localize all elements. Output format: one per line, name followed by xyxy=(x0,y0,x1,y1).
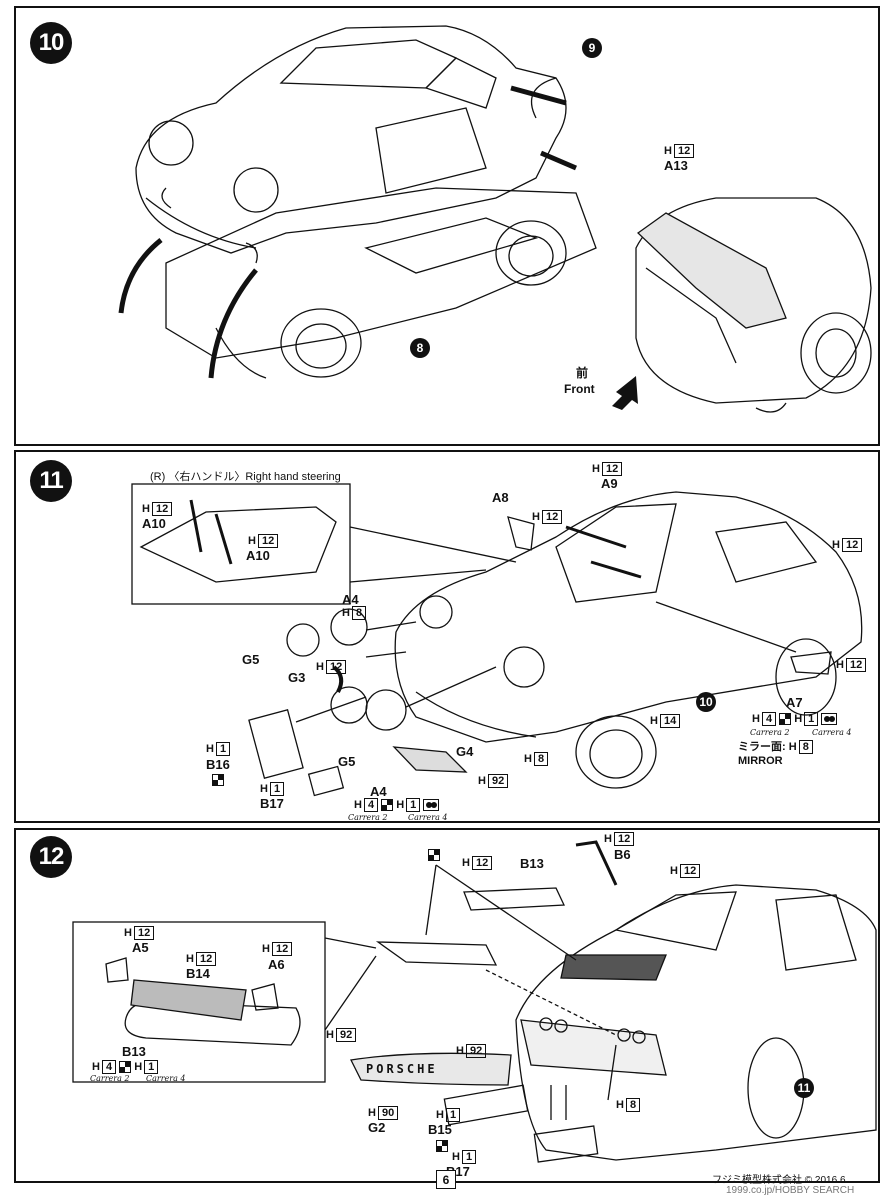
front-en-label: Front xyxy=(564,382,595,396)
part-a4-bottom: A4 xyxy=(370,784,387,799)
part-b15: B15 xyxy=(428,1122,452,1137)
part-g2: G2 xyxy=(368,1120,386,1135)
b15-finish-icon xyxy=(436,1139,448,1153)
step-12-number: 12 xyxy=(30,836,72,878)
copyright: フジミ模型株式会社 © 2016.6 xyxy=(712,1175,846,1186)
part-g4: G4 xyxy=(456,744,474,759)
porsche-logo-text: PORSCHE xyxy=(366,1062,438,1076)
part-b17: B17 xyxy=(260,796,284,811)
a4-carrera-2: Carrera 2 xyxy=(348,813,388,822)
mirror-en-label: MIRROR xyxy=(738,755,783,767)
page-number: 6 xyxy=(436,1170,456,1189)
inset-caption: (R) 〈右ハンドル〉Right hand steering xyxy=(150,471,341,483)
part-b13-inset: B13 xyxy=(122,1044,146,1059)
part-a8: A8 xyxy=(492,490,509,505)
ref-step-11: 11 xyxy=(794,1078,814,1098)
watermark: 1999.co.jp/HOBBY SEARCH xyxy=(726,1185,855,1196)
ref-step-10: 10 xyxy=(696,692,716,712)
ref-step-8: 8 xyxy=(410,338,430,358)
part-a10-a: A10 xyxy=(142,516,166,531)
part-a10-b: A10 xyxy=(246,548,270,563)
step-10-number: 10 xyxy=(30,22,72,64)
step-11-number: 11 xyxy=(30,460,72,502)
a7-carrera-2: Carrera 2 xyxy=(750,728,790,737)
a4-carrera-4: Carrera 4 xyxy=(408,813,448,822)
part-a5: A5 xyxy=(132,940,149,955)
step-11-illustration xyxy=(131,483,863,797)
part-g5-top: G5 xyxy=(242,652,260,667)
part-b13: B13 xyxy=(520,856,544,871)
b13-carrera-4: Carrera 4 xyxy=(146,1074,186,1083)
front-jp-label: 前 xyxy=(576,366,589,380)
b16-finish-icon xyxy=(212,773,224,787)
part-a6: A6 xyxy=(268,957,285,972)
part-g3: G3 xyxy=(288,670,306,685)
part-b16: B16 xyxy=(206,757,230,772)
part-a13-label: A13 xyxy=(664,158,688,173)
part-a9: A9 xyxy=(601,476,618,491)
b13-carrera-2: Carrera 2 xyxy=(90,1074,130,1083)
part-b6: B6 xyxy=(614,847,631,862)
ref-step-9: 9 xyxy=(582,38,602,58)
step-12-illustration xyxy=(72,840,877,1163)
part-a4-top: A4 xyxy=(342,592,359,607)
step-10-illustration xyxy=(118,25,872,413)
b13-finish-icon xyxy=(428,848,440,862)
part-b14: B14 xyxy=(186,966,210,981)
part-g5-bottom: G5 xyxy=(338,754,356,769)
part-a7: A7 xyxy=(786,695,803,710)
a7-carrera-4: Carrera 4 xyxy=(812,728,852,737)
